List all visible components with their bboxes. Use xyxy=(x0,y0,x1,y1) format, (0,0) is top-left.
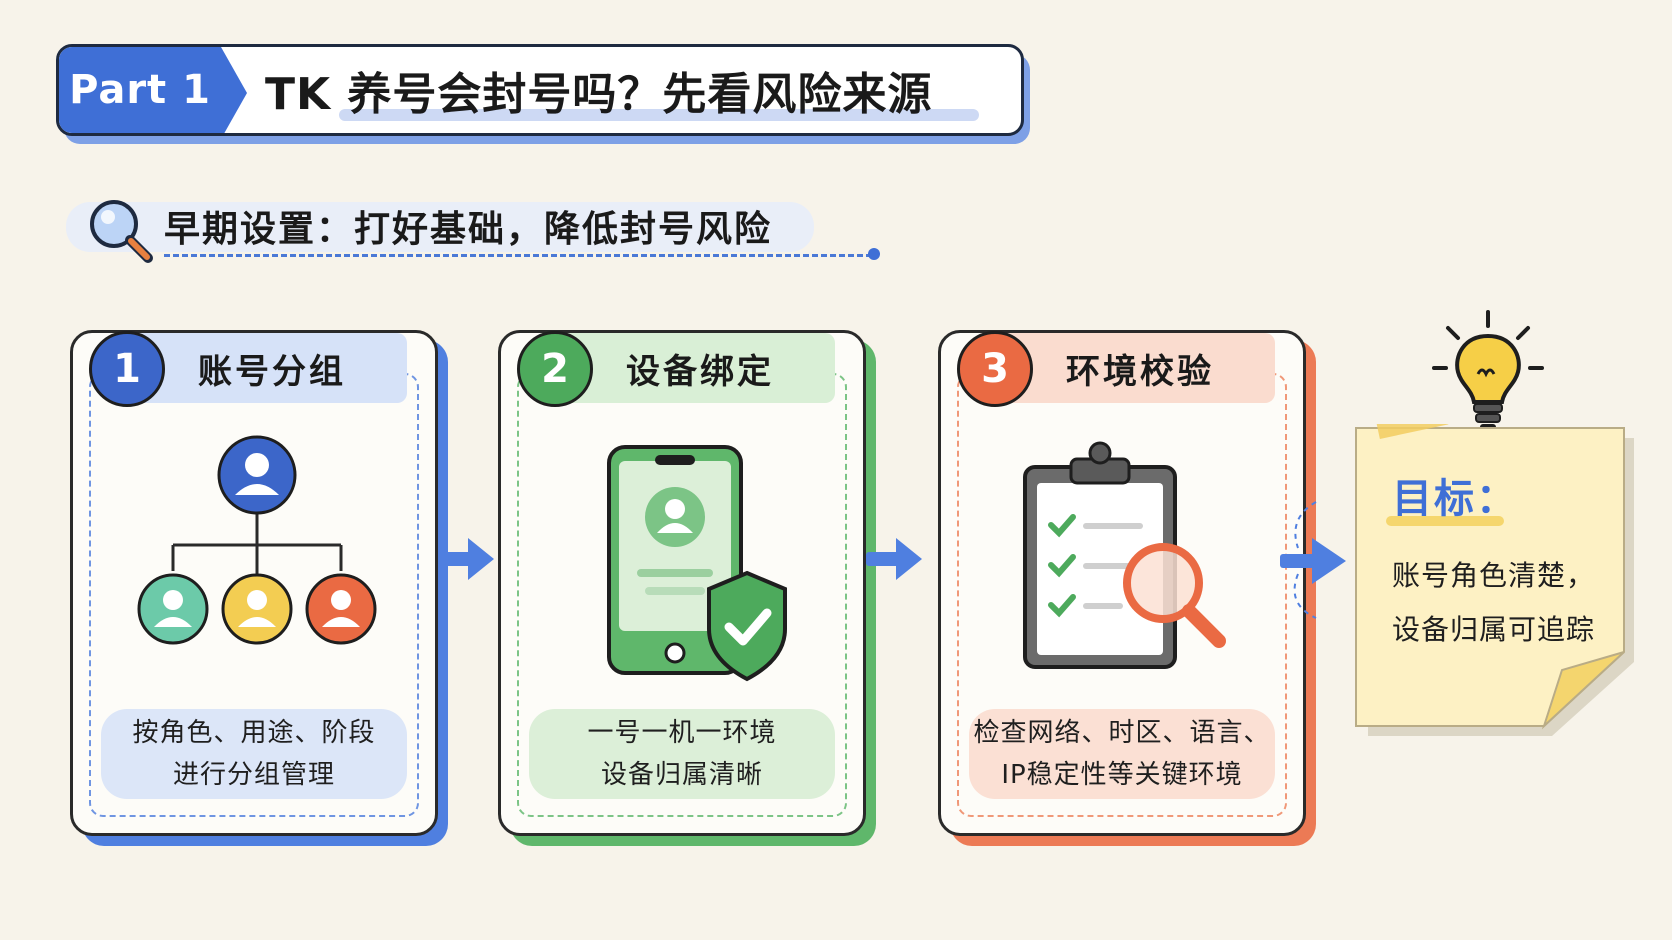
section-subtitle: 早期设置：打好基础，降低封号风险 xyxy=(66,190,880,270)
subtitle-dashed-line xyxy=(164,254,872,257)
step-description-line: 一号一机一环境 xyxy=(587,718,777,748)
step-description: 按角色、用途、阶段 进行分组管理 xyxy=(101,709,407,799)
step-number: 1 xyxy=(89,331,165,407)
arrow-right-icon xyxy=(866,538,922,580)
step-description-line: 设备归属清晰 xyxy=(600,760,763,790)
title-banner: Part 1 TK 养号会封号吗？先看风险来源 xyxy=(56,44,1030,144)
page-title: TK 养号会封号吗？先看风险来源 xyxy=(265,69,933,120)
step-description-line: IP稳定性等关键环境 xyxy=(1001,760,1243,790)
step-card-body: 设备绑定 2 一号一机一环境 设备归属清晰 xyxy=(498,330,866,836)
step-card-device-binding: 设备绑定 2 一号一机一环境 设备归属清晰 xyxy=(498,330,876,846)
step-description-line: 检查网络、时区、语言、 xyxy=(973,718,1271,748)
subtitle-text: 早期设置：打好基础，降低封号风险 xyxy=(164,209,773,250)
lightbulb-icon xyxy=(1432,310,1544,430)
step-description-line: 按角色、用途、阶段 xyxy=(132,718,376,748)
subtitle-highlight xyxy=(66,202,814,252)
arrow-right-icon xyxy=(1280,501,1346,619)
step-number: 2 xyxy=(517,331,593,407)
part-label-arrow xyxy=(221,47,247,133)
step-number: 3 xyxy=(957,331,1033,407)
subtitle-dot xyxy=(868,248,880,260)
goal-note: 目标： 账号角色清楚， 设备归属可追踪 xyxy=(1352,424,1634,738)
clipboard-check-icon xyxy=(1023,441,1226,669)
goal-title: 目标： xyxy=(1392,476,1518,522)
part-label: Part 1 xyxy=(59,47,221,133)
phone-shield-icon xyxy=(607,445,787,682)
step-card-body: 环境校验 3 检查网络、时区、语言、 IP稳定性等关键环境 xyxy=(938,330,1306,836)
org-chart-icon xyxy=(137,435,377,645)
arrow-right-icon xyxy=(438,538,494,580)
goal-title-highlight xyxy=(1386,516,1504,526)
title-highlight xyxy=(339,109,979,121)
step-description: 检查网络、时区、语言、 IP稳定性等关键环境 xyxy=(969,709,1275,799)
step-description: 一号一机一环境 设备归属清晰 xyxy=(529,709,835,799)
step-card-environment-check: 环境校验 3 检查网络、时区、语言、 IP稳定性等关键环境 xyxy=(938,330,1316,846)
sticky-note-icon xyxy=(1355,424,1634,736)
goal-text-line: 设备归属可追踪 xyxy=(1392,613,1596,646)
magnifier-icon xyxy=(90,200,153,263)
step-card-body: 账号分组 1 按角色、用途、阶段 进行分组管理 xyxy=(70,330,438,836)
step-description-line: 进行分组管理 xyxy=(172,760,335,790)
goal-text-line: 账号角色清楚， xyxy=(1392,559,1596,592)
step-card-account-grouping: 账号分组 1 按角色、用途、阶段 进行分组管理 xyxy=(70,330,448,846)
title-banner-box: Part 1 TK 养号会封号吗？先看风险来源 xyxy=(56,44,1024,136)
